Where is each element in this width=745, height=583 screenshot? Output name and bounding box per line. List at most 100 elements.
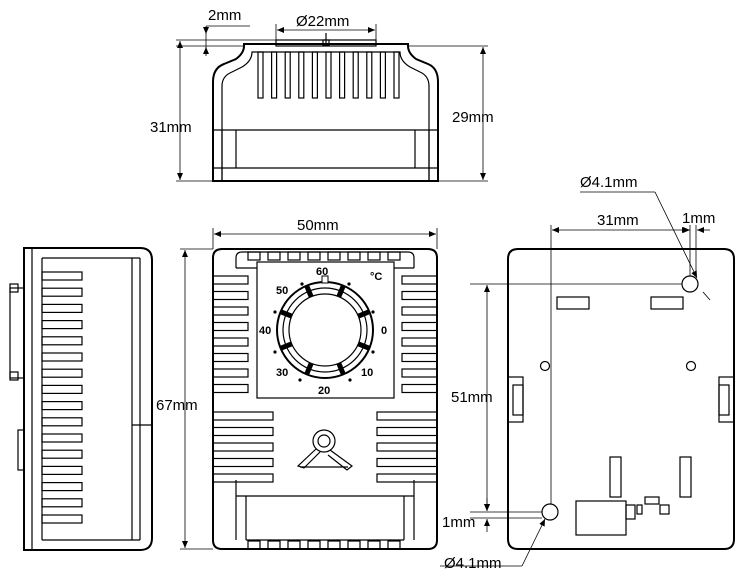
- unit-label: °C: [370, 271, 382, 283]
- mounting-hole-bottom: [541, 503, 559, 521]
- mounting-hole-top: [681, 275, 699, 293]
- side-fin: [41, 449, 83, 459]
- top-fin: [325, 51, 332, 99]
- dial-label-30: 30: [276, 367, 288, 379]
- side-view-fins: [41, 271, 83, 524]
- dial-dot: [348, 378, 352, 382]
- width-label: 50mm: [297, 217, 339, 234]
- top-fin: [366, 51, 373, 99]
- front-fin-left: [212, 383, 249, 394]
- bottom-hole-label: Ø4.1mm: [444, 555, 502, 572]
- front-top-slot: [247, 251, 261, 261]
- top-view-fins: [257, 51, 400, 99]
- dial-label-50: 50: [276, 285, 288, 297]
- front-fin-right: [401, 290, 438, 301]
- front-fin-left-lower: [212, 457, 274, 468]
- bottom-margin-label: 1mm: [442, 514, 475, 531]
- dial-panel: [256, 261, 395, 399]
- dial-dot: [347, 282, 351, 286]
- side-fin: [41, 271, 83, 281]
- top-margin-label: 1mm: [682, 210, 715, 227]
- front-top-slot: [387, 251, 401, 261]
- dial-rib: [357, 341, 371, 351]
- dial-dot: [298, 378, 302, 382]
- front-fin-right: [401, 368, 438, 378]
- dial-rib: [304, 284, 314, 298]
- side-view-outline: [23, 247, 153, 551]
- side-fin: [41, 336, 83, 346]
- dial-ribs: [279, 284, 371, 376]
- top-view: 2mm Ø22mm 31mm 29mm: [150, 7, 494, 182]
- front-bottom-slot: [327, 540, 341, 550]
- front-top-slot: [267, 251, 281, 261]
- front-top-slot: [307, 251, 321, 261]
- front-fin-right-lower: [376, 457, 438, 468]
- back-view-outline: [507, 248, 735, 550]
- top-fin: [298, 51, 305, 99]
- front-fin-left-lower: [212, 426, 274, 437]
- front-fin-left: [212, 275, 249, 285]
- side-fin: [41, 514, 83, 524]
- front-fin-left: [212, 290, 249, 301]
- side-fin: [41, 498, 83, 508]
- top-fin: [257, 51, 264, 99]
- side-fin: [41, 384, 83, 394]
- dial-rib: [336, 362, 346, 376]
- dial-label-60: 60: [316, 266, 328, 278]
- side-fin: [41, 320, 83, 330]
- side-fin: [41, 482, 83, 492]
- dial-knob[interactable]: [276, 281, 374, 379]
- front-bottom-slot: [367, 540, 381, 550]
- dial-label-0: 0: [381, 325, 387, 337]
- back-view: Ø4.1mm 31mm 1mm 51mm 1mm Ø4.1mm: [440, 174, 735, 572]
- side-fin: [41, 303, 83, 313]
- dial-rib: [357, 309, 371, 319]
- dial-rib: [279, 341, 293, 351]
- front-fin-right: [401, 306, 438, 316]
- top-view-outline: [212, 43, 439, 182]
- dial-rib: [304, 362, 314, 376]
- front-bottom-slot: [247, 540, 261, 550]
- dial-label-10: 10: [361, 367, 373, 379]
- top-fin: [339, 51, 346, 99]
- front-fin-right: [401, 337, 438, 347]
- front-fin-left: [212, 337, 249, 347]
- side-fin: [41, 465, 83, 475]
- top-fin: [393, 51, 400, 99]
- dial-label-40: 40: [259, 325, 271, 337]
- front-fin-left: [212, 306, 249, 316]
- height-left-label: 31mm: [150, 119, 192, 136]
- front-fin-right: [401, 321, 438, 332]
- front-bottom-slot: [347, 540, 361, 550]
- front-fin-right-lower: [376, 442, 438, 452]
- front-fin-right: [401, 352, 438, 363]
- dial-dots: [273, 282, 375, 382]
- front-fin-left-lower: [212, 442, 274, 452]
- knob-diameter-label: Ø22mm: [296, 13, 349, 30]
- side-fin: [41, 433, 83, 443]
- top-fin: [284, 51, 291, 99]
- vertical-distance-label: 51mm: [451, 389, 493, 406]
- front-top-slot: [347, 251, 361, 261]
- front-fin-right-lower: [376, 411, 438, 421]
- front-top-slot: [287, 251, 301, 261]
- dial-dot: [273, 350, 277, 354]
- front-fin-left-lower: [212, 411, 274, 421]
- front-view-fins: [212, 275, 438, 483]
- side-fin: [41, 287, 83, 297]
- front-bottom-slot: [387, 540, 401, 550]
- dial-rib: [336, 284, 346, 298]
- front-top-slot: [327, 251, 341, 261]
- front-fin-left: [212, 321, 249, 332]
- front-fin-right-lower: [376, 426, 438, 437]
- top-fin: [379, 51, 386, 99]
- side-fin: [41, 352, 83, 362]
- side-fin: [41, 368, 83, 378]
- front-top-slot: [367, 251, 381, 261]
- top-fin: [271, 51, 278, 99]
- adjuster-key-icon: [296, 429, 353, 471]
- front-fin-right: [401, 383, 438, 394]
- front-bottom-slot: [267, 540, 281, 550]
- front-fin-right: [401, 275, 438, 285]
